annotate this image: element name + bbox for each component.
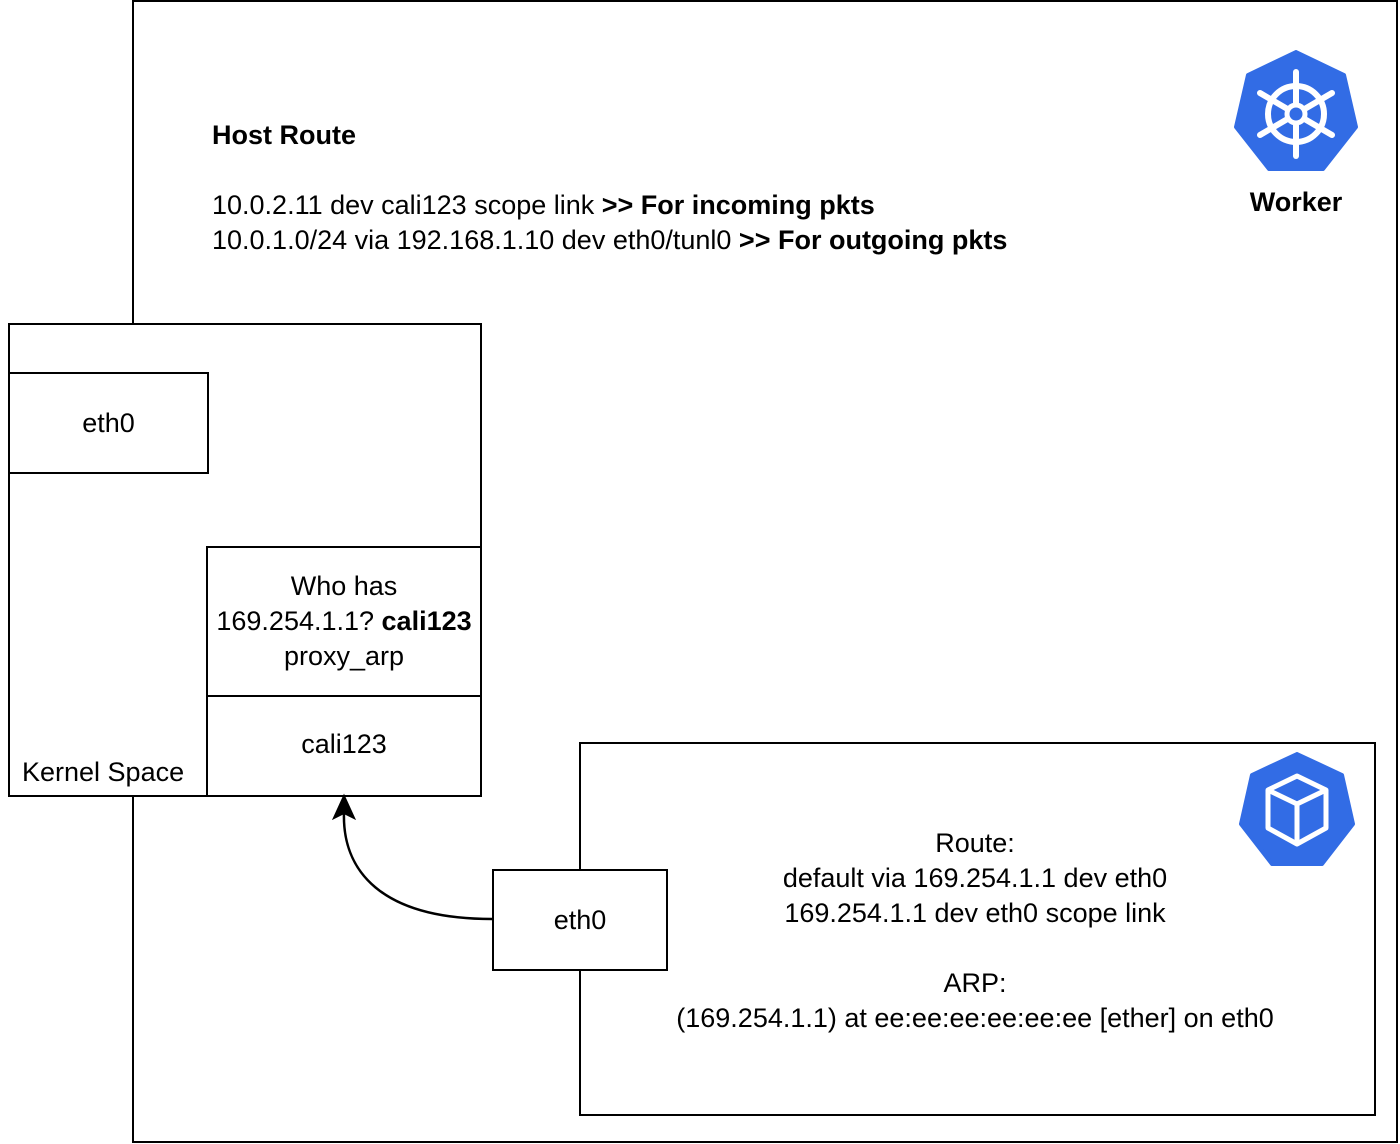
host-route-line-incoming: 10.0.2.11 dev cali123 scope link >> For … bbox=[212, 188, 875, 223]
host-route-line-outgoing: 10.0.1.0/24 via 192.168.1.10 dev eth0/tu… bbox=[212, 223, 1007, 258]
arp-query-box: Who has 169.254.1.1? cali123 proxy_arp bbox=[206, 546, 482, 697]
pod-route-title: Route: bbox=[935, 828, 1015, 858]
kernel-eth0-label: eth0 bbox=[82, 407, 135, 438]
host-route-incoming-route: 10.0.2.11 dev cali123 scope link bbox=[212, 190, 602, 220]
arp-query-ip: 169.254.1.1? bbox=[216, 606, 382, 636]
worker-label: Worker bbox=[1249, 187, 1343, 217]
kubernetes-pod-cube-icon bbox=[1238, 752, 1356, 868]
pod-eth0-label: eth0 bbox=[553, 904, 607, 935]
pod-eth0-interface: eth0 bbox=[492, 869, 668, 971]
arp-query-line2: 169.254.1.1? cali123 bbox=[216, 604, 471, 639]
kernel-space-label: Kernel Space bbox=[22, 757, 185, 787]
arp-query-line3: proxy_arp bbox=[283, 641, 405, 671]
pod-network-info: Route: default via 169.254.1.1 dev eth0 … bbox=[600, 826, 1350, 1036]
pod-box bbox=[579, 742, 1376, 1116]
host-route-outgoing-route: 10.0.1.0/24 via 192.168.1.10 dev eth0/tu… bbox=[212, 225, 739, 255]
host-route-title: Host Route bbox=[212, 120, 356, 150]
arp-query-line1: Who has bbox=[290, 571, 398, 601]
host-route-incoming-note: >> For incoming pkts bbox=[601, 190, 875, 220]
pod-route-link: 169.254.1.1 dev eth0 scope link bbox=[784, 898, 1166, 928]
pod-arp-title: ARP: bbox=[943, 968, 1007, 998]
cali-interface: cali123 bbox=[206, 695, 482, 797]
arp-query-iface: cali123 bbox=[381, 606, 472, 636]
kubernetes-helm-icon bbox=[1232, 50, 1360, 174]
host-route-outgoing-note: >> For outgoing pkts bbox=[738, 225, 1008, 255]
cali-interface-label: cali123 bbox=[301, 728, 387, 759]
kernel-eth0-interface: eth0 bbox=[8, 372, 209, 474]
pod-route-default: default via 169.254.1.1 dev eth0 bbox=[782, 863, 1168, 893]
pod-arp-entry: (169.254.1.1) at ee:ee:ee:ee:ee:ee [ethe… bbox=[676, 1003, 1274, 1033]
